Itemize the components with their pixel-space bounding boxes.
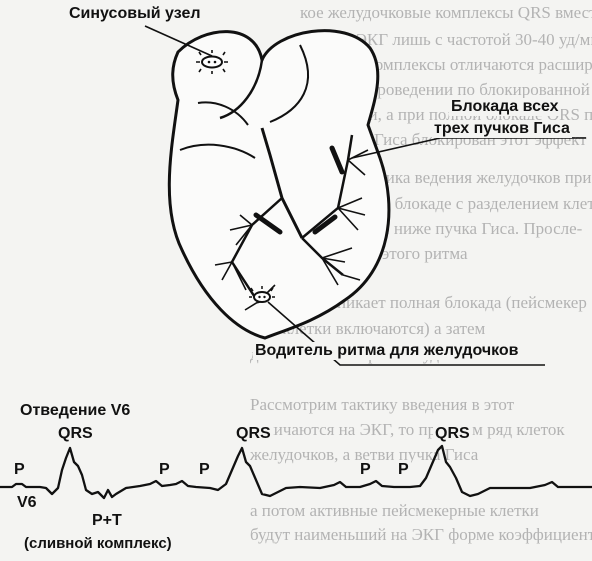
p-wave-label: P — [197, 461, 212, 479]
background-text-line: Рассмотрим тактику введения в этот — [250, 395, 515, 414]
left-bundle-branch — [301, 134, 354, 239]
fusion-complex-note: (сливной комплекс) — [22, 535, 174, 552]
block-mark-left-posterior — [312, 214, 338, 235]
p-wave-label: P — [157, 461, 172, 479]
ecg-trace — [0, 444, 592, 500]
heart-inner-curve — [269, 44, 310, 123]
lead-v6-label: V6 — [15, 494, 39, 512]
background-text-line: кое желудочковые комплексы QRS вместо — [300, 3, 592, 22]
background-text-line: будут наименьший на ЭКГ форме коэффициен… — [250, 525, 592, 544]
leader-line-pacemaker — [267, 301, 545, 366]
heart-septum — [219, 59, 264, 120]
background-text-line: ные клетки включаются) а затем — [250, 319, 486, 338]
p-wave-label: P — [358, 461, 373, 479]
block-mark-left-anterior — [329, 145, 345, 175]
lead-title: Отведение V6 — [18, 402, 133, 420]
block-label-line1: Блокада всех — [449, 98, 561, 116]
qrs-label: QRS — [234, 425, 273, 443]
fusion-complex-label: P+T — [90, 512, 124, 530]
heart-inner-curve — [179, 143, 256, 159]
background-text-line: а потом активные пейсмекерные клетки — [250, 501, 539, 520]
qrs-label: QRS — [56, 425, 95, 443]
leader-line-block — [351, 137, 586, 159]
heart-inner-curve — [197, 101, 249, 126]
qrs-label: QRS — [433, 425, 472, 443]
background-text-line: желудочков, а ветви пучка Гиса — [250, 445, 479, 464]
sinus-node-label: Синусовый узел — [67, 5, 203, 23]
block-mark-right — [253, 212, 283, 235]
his-bundle — [260, 127, 304, 239]
block-marks — [253, 145, 345, 235]
sinus-node-icon — [196, 50, 228, 74]
block-label-line2: трех пучков Гиса — [432, 120, 572, 138]
leader-line-sinus — [144, 25, 213, 57]
p-wave-label: P — [12, 461, 27, 479]
background-text-line: отличаются на ЭКГ, то при этом ряд клето… — [250, 420, 565, 439]
ventricular-pacemaker-icon — [249, 286, 275, 303]
p-wave-label: P — [396, 461, 411, 479]
pacemaker-label: Водитель ритма для желудочков — [253, 342, 521, 360]
background-text-line: ется на ЭКГ лишь с частотой 30-40 уд/мин — [300, 30, 592, 49]
